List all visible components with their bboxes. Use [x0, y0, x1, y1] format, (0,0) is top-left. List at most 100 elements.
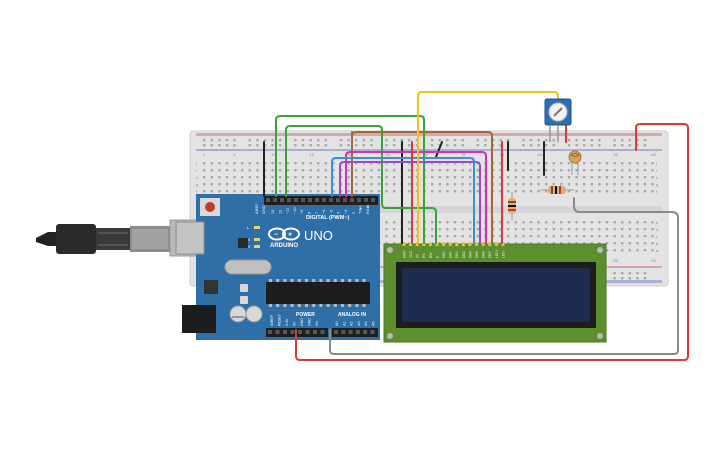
wire-green: [285, 125, 437, 244]
power-pin-label: 3.3V: [285, 318, 289, 326]
lcd-pin-label: V0: [416, 254, 420, 258]
column-number: 55: [613, 258, 618, 263]
lcd-pin-label: RS: [422, 253, 426, 258]
wire-purple: [339, 161, 481, 244]
digital-pin-label: ~6: [322, 210, 326, 214]
power-pin-label: IOREF: [270, 314, 274, 326]
row-letter: j: [655, 161, 657, 166]
lcd-pin-label: VCC: [409, 250, 413, 258]
lcd-pin[interactable]: [494, 242, 498, 246]
column-number: 60: [651, 152, 656, 157]
column-number: 35: [461, 152, 466, 157]
lcd-pin-label: LED-: [501, 250, 505, 258]
power-pin-label: 5V: [293, 321, 297, 326]
lcd-pin[interactable]: [428, 242, 432, 246]
lcd-pin-label: DB2: [455, 251, 459, 258]
power-pin-label: GND: [308, 318, 312, 326]
lcd-pin[interactable]: [409, 242, 413, 246]
lcd-pin[interactable]: [488, 242, 492, 246]
gnd-label: GND: [261, 205, 266, 214]
lcd-pin-label: LED+: [495, 249, 499, 258]
wire-red: [295, 123, 689, 361]
column-number: 55: [613, 152, 618, 157]
led-l: [254, 226, 260, 229]
lcd-pin[interactable]: [422, 242, 426, 246]
potentiometer[interactable]: [544, 98, 572, 142]
column-number: 10: [271, 152, 276, 157]
digital-pin-label: 13: [271, 210, 275, 214]
aref-label: AREF: [254, 203, 259, 214]
wire-gray: [329, 197, 679, 355]
lcd-pin-label: DB1: [449, 251, 453, 258]
digital-pin-label: 12: [278, 210, 282, 214]
lcd-pin[interactable]: [435, 242, 439, 246]
lcd-pin[interactable]: [461, 242, 465, 246]
digital-pin-label: 7: [315, 212, 319, 214]
model-label: UNO: [304, 228, 333, 243]
wire-magenta: [345, 151, 487, 244]
row-letter: i: [656, 168, 657, 173]
lcd-pin[interactable]: [448, 242, 452, 246]
led-tx: [254, 238, 260, 241]
regulator: [204, 280, 218, 294]
lcd-pin-label: DB7: [488, 251, 492, 258]
resistor[interactable]: [508, 192, 516, 220]
lcd-pin-label: RW: [429, 252, 433, 258]
digital-pin-label: ~11: [286, 208, 290, 214]
row-letter: c: [656, 234, 658, 239]
svg-text:L: L: [247, 225, 250, 230]
row-letter: g: [656, 182, 658, 187]
column-number: 15: [309, 152, 314, 157]
lcd-pin-label: DB5: [475, 251, 479, 258]
photoresistor[interactable]: [568, 150, 582, 175]
power-pin-label: RESET: [278, 313, 282, 326]
row-letter: j: [195, 161, 197, 166]
reset-button[interactable]: [205, 202, 215, 212]
analog-pin-label: A0: [335, 321, 339, 326]
analog-pin-label: A3: [357, 321, 361, 326]
row-letter: g: [196, 182, 198, 187]
analog-label: ANALOG IN: [338, 312, 366, 318]
wire-yellow: [417, 91, 559, 244]
row-letter: f: [656, 189, 658, 194]
crystal: [224, 259, 272, 275]
lcd-pin[interactable]: [415, 242, 419, 246]
wires[interactable]: [263, 91, 689, 361]
row-letter: d: [656, 227, 658, 232]
lcd-pin-label: E: [435, 255, 439, 258]
digital-pin-label: ~9: [300, 210, 304, 214]
lcd-screen: [402, 268, 590, 322]
digital-pin-label: ~10: [293, 208, 297, 214]
power-label: POWER: [296, 312, 315, 318]
resistor[interactable]: [540, 186, 574, 194]
lcd-pin-label: GND: [402, 250, 406, 258]
column-number: 30: [423, 152, 428, 157]
svg-text:−: −: [274, 232, 278, 239]
usb-chip: [238, 238, 248, 248]
row-letter: h: [656, 175, 658, 180]
arduino-logo-icon: − +: [268, 227, 300, 241]
lcd-pin[interactable]: [481, 242, 485, 246]
lcd-pin[interactable]: [455, 242, 459, 246]
analog-pin-label: A1: [342, 321, 346, 326]
lcd-pin[interactable]: [402, 242, 406, 246]
power-pin-label: Vin: [315, 321, 319, 326]
lcd-pin[interactable]: [501, 242, 505, 246]
column-number: 5: [233, 152, 236, 157]
column-number: 1: [203, 152, 206, 157]
lcd-pin[interactable]: [475, 242, 479, 246]
analog-pin-label: A2: [350, 321, 354, 326]
column-number: 60: [651, 258, 656, 263]
column-number: 25: [385, 152, 390, 157]
lcd-pin[interactable]: [468, 242, 472, 246]
lcd-pin[interactable]: [442, 242, 446, 246]
row-letter: e: [656, 220, 659, 225]
lcd-pin-label: DB3: [462, 251, 466, 258]
wire-black: [435, 141, 443, 158]
